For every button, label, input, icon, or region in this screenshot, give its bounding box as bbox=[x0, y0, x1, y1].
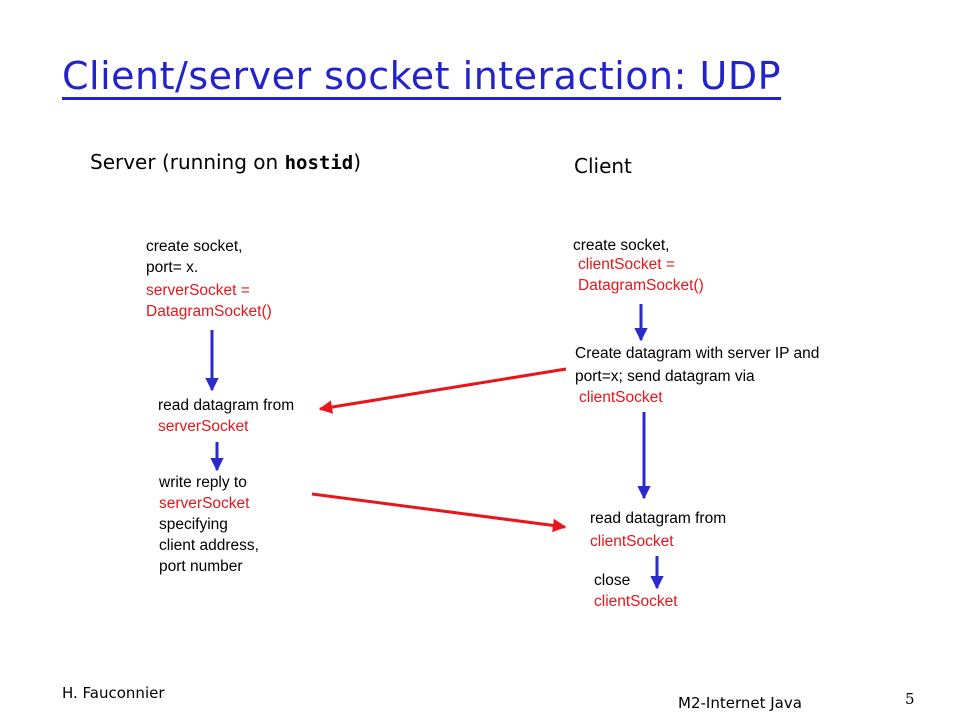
client-send-line2: port=x; send datagram via bbox=[575, 368, 755, 385]
server-read-line1: read datagram from bbox=[158, 397, 295, 414]
client-create-code2: DatagramSocket() bbox=[578, 277, 704, 294]
request-datagram-arrow bbox=[318, 367, 567, 414]
server-write-line3: client address, bbox=[159, 537, 259, 554]
footer-course: M2-Internet Java bbox=[678, 694, 802, 712]
server-write-line1: write reply to bbox=[159, 474, 247, 491]
server-column-header: Server (running on hostid) bbox=[90, 150, 361, 174]
server-read-code1: serverSocket bbox=[158, 418, 249, 435]
server-create-line2: port= x. bbox=[146, 259, 199, 276]
client-read-line1: read datagram from bbox=[590, 510, 727, 527]
client-close-step: close clientSocket bbox=[594, 570, 678, 612]
slide-title: Client/server socket interaction: UDP bbox=[62, 54, 782, 98]
server-header-prefix: Server (running on bbox=[90, 150, 285, 174]
client-send-code1: clientSocket bbox=[579, 389, 663, 406]
server-write-code1: serverSocket bbox=[159, 495, 250, 512]
footer-page-number: 5 bbox=[905, 690, 915, 708]
server-header-suffix: ) bbox=[353, 150, 362, 174]
client-column-header: Client bbox=[574, 154, 632, 178]
client-close-code1: clientSocket bbox=[594, 593, 678, 610]
server-read-datagram-step: read datagram from serverSocket bbox=[158, 395, 294, 437]
client-read-code1: clientSocket bbox=[590, 533, 674, 550]
server-write-line4: port number bbox=[159, 558, 243, 575]
client-send-line1: Create datagram with server IP and bbox=[575, 345, 820, 362]
server-create-code1: serverSocket = bbox=[146, 282, 250, 299]
client-read-datagram-step: read datagram from clientSocket bbox=[590, 508, 726, 552]
server-write-line2: specifying bbox=[159, 516, 228, 533]
server-write-reply-step: write reply to serverSocket specifying c… bbox=[159, 472, 259, 577]
server-create-line1: create socket, bbox=[146, 238, 243, 255]
client-close-line1: close bbox=[594, 572, 631, 589]
client-create-code1: clientSocket = bbox=[578, 256, 675, 273]
client-create-socket-step: create socket, clientSocket = DatagramSo… bbox=[573, 235, 704, 296]
client-create-line1: create socket, bbox=[573, 237, 670, 254]
server-create-socket-step: create socket, port= x. serverSocket = D… bbox=[146, 236, 272, 322]
reply-datagram-arrow bbox=[311, 492, 567, 533]
client-send-datagram-step: Create datagram with server IP and port=… bbox=[575, 342, 819, 409]
server-create-code2: DatagramSocket() bbox=[146, 303, 272, 320]
server-hostid: hostid bbox=[284, 152, 354, 174]
footer-author: H. Fauconnier bbox=[62, 684, 165, 702]
